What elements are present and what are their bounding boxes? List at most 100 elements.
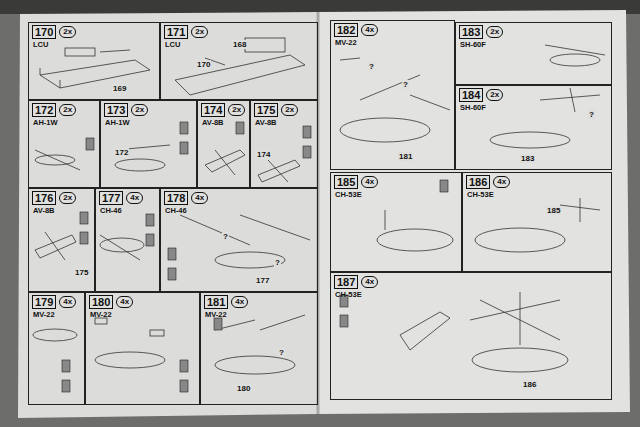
step-panel: 1832xSH-60F (455, 22, 612, 85)
step-number: 187 (334, 275, 358, 289)
aircraft-name: AV-8B (33, 206, 94, 215)
step-number: 171 (164, 25, 188, 39)
step-header: 1752x (254, 103, 317, 117)
step-header: 1824x (334, 23, 454, 37)
part-number: 175 (74, 268, 89, 277)
callout-mark: ? (278, 348, 285, 357)
aircraft-name: MV-22 (335, 38, 454, 47)
count-badge: 4x (361, 176, 378, 188)
step-number: 182 (334, 23, 358, 37)
step-header: 1864x (466, 175, 611, 189)
step-panel: 1784xCH-46 (160, 188, 318, 292)
step-panel: 1824xMV-22 (330, 20, 455, 170)
step-panel: 1874xCH-53E (330, 272, 612, 400)
count-badge: 4x (361, 276, 378, 288)
count-badge: 2x (281, 104, 298, 116)
step-header: 1762x (32, 191, 94, 205)
count-badge: 2x (131, 104, 148, 116)
count-badge: 4x (493, 176, 510, 188)
step-number: 177 (99, 191, 123, 205)
step-header: 1832x (459, 25, 611, 39)
step-panel: 1722xAH-1W (28, 100, 100, 188)
step-header: 1874x (334, 275, 611, 289)
callout-mark: ? (222, 232, 229, 241)
part-number: 181 (398, 152, 413, 161)
step-panel: 1794xMV-22 (28, 292, 85, 405)
aircraft-name: LCU (33, 40, 159, 49)
part-number: 169 (112, 84, 127, 93)
aircraft-name: SH-60F (460, 40, 611, 49)
aircraft-name: MV-22 (90, 310, 199, 319)
aircraft-name: CH-53E (467, 190, 611, 199)
step-panel: 1702xLCU (28, 22, 160, 100)
callout-mark: ? (274, 258, 281, 267)
step-panel: 1814xMV-22 (200, 292, 318, 405)
count-badge: 4x (59, 296, 76, 308)
aircraft-name: MV-22 (33, 310, 84, 319)
step-header: 1732x (104, 103, 196, 117)
step-number: 176 (32, 191, 56, 205)
step-number: 178 (164, 191, 188, 205)
count-badge: 4x (361, 24, 378, 36)
part-number: 185 (546, 206, 561, 215)
callout-mark: ? (402, 80, 409, 89)
aircraft-name: AH-1W (105, 118, 196, 127)
step-number: 183 (459, 25, 483, 39)
aircraft-name: AV-8B (255, 118, 317, 127)
step-panel: 1804xMV-22 (85, 292, 200, 405)
step-header: 1774x (99, 191, 159, 205)
part-number: 170 (196, 60, 211, 69)
part-number: 174 (256, 150, 271, 159)
step-number: 184 (459, 88, 483, 102)
aircraft-name: AH-1W (33, 118, 99, 127)
aircraft-name: MV-22 (205, 310, 317, 319)
step-number: 172 (32, 103, 56, 117)
step-header: 1794x (32, 295, 84, 309)
step-number: 174 (201, 103, 225, 117)
step-number: 186 (466, 175, 490, 189)
step-panel: 1712xLCU (160, 22, 318, 100)
step-header: 1742x (201, 103, 249, 117)
step-number: 175 (254, 103, 278, 117)
step-number: 181 (204, 295, 228, 309)
step-number: 180 (89, 295, 113, 309)
step-number: 185 (334, 175, 358, 189)
part-number: 177 (255, 276, 270, 285)
count-badge: 2x (191, 26, 208, 38)
step-number: 170 (32, 25, 56, 39)
count-badge: 2x (59, 192, 76, 204)
step-header: 1804x (89, 295, 199, 309)
step-header: 1842x (459, 88, 611, 102)
callout-mark: ? (368, 62, 375, 71)
aircraft-name: CH-46 (100, 206, 159, 215)
part-number: 168 (232, 40, 247, 49)
count-badge: 2x (59, 26, 76, 38)
count-badge: 4x (116, 296, 133, 308)
aircraft-name: CH-53E (335, 190, 461, 199)
step-header: 1854x (334, 175, 461, 189)
step-panel: 1752xAV-8B (250, 100, 318, 188)
aircraft-name: CH-46 (165, 206, 317, 215)
step-header: 1702x (32, 25, 159, 39)
step-panel: 1864xCH-53E (462, 172, 612, 272)
part-number: 186 (522, 380, 537, 389)
part-number: 180 (236, 384, 251, 393)
count-badge: 4x (231, 296, 248, 308)
part-number: 172 (114, 148, 129, 157)
part-number: 183 (520, 154, 535, 163)
step-header: 1722x (32, 103, 99, 117)
step-number: 173 (104, 103, 128, 117)
aircraft-name: CH-53E (335, 290, 611, 299)
aircraft-name: AV-8B (202, 118, 249, 127)
count-badge: 2x (486, 26, 503, 38)
callout-mark: ? (588, 110, 595, 119)
step-panel: 1742xAV-8B (197, 100, 250, 188)
count-badge: 2x (228, 104, 245, 116)
step-header: 1814x (204, 295, 317, 309)
count-badge: 4x (191, 192, 208, 204)
step-header: 1784x (164, 191, 317, 205)
count-badge: 4x (126, 192, 143, 204)
step-number: 179 (32, 295, 56, 309)
step-header: 1712x (164, 25, 317, 39)
